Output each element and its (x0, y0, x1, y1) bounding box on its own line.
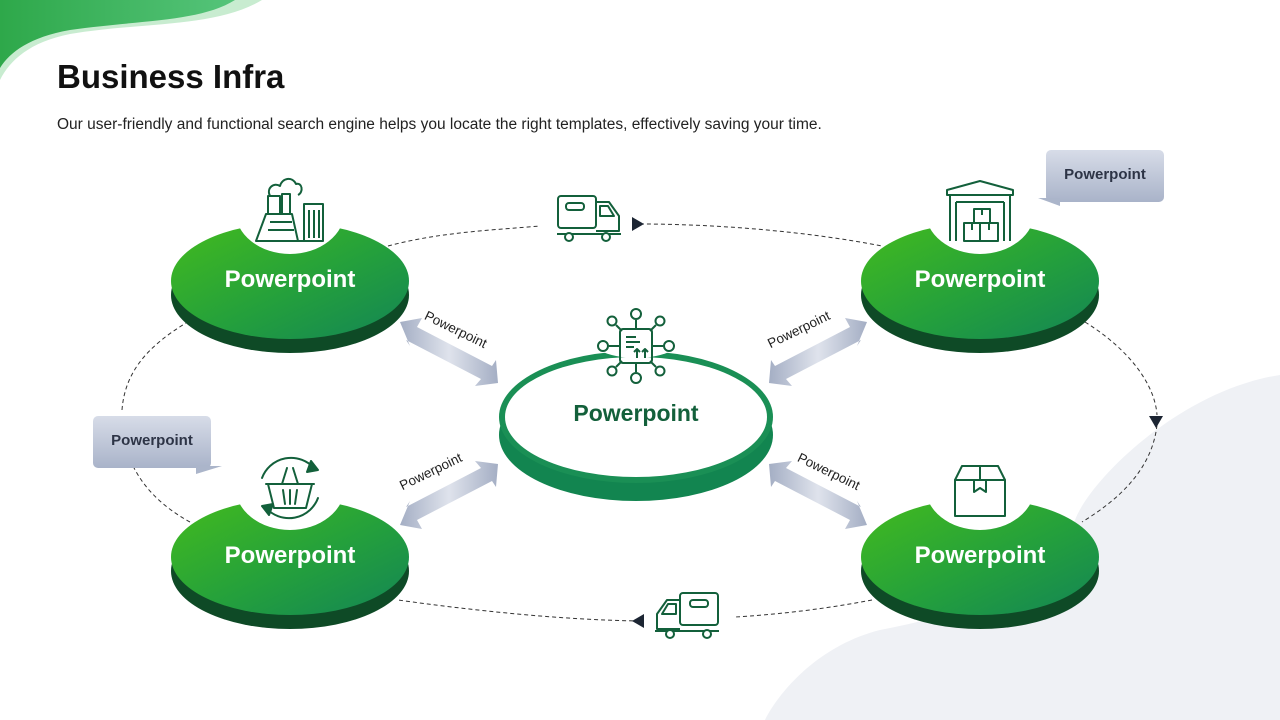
page-subtitle: Our user-friendly and functional search … (57, 116, 822, 133)
node-label-bottom-left: Powerpoint (224, 542, 356, 569)
disk-bottom-right (861, 442, 1099, 629)
center-node-ring (499, 306, 773, 501)
node-label-top-left: Powerpoint (224, 266, 356, 293)
callout-top-right-tail (1038, 198, 1060, 206)
callout-left-text: Powerpoint (111, 432, 193, 449)
shopping-basket-icon (261, 456, 319, 520)
network-hub-icon (597, 308, 675, 384)
arrow-bottom-right (769, 461, 867, 529)
node-label-top-right: Powerpoint (914, 266, 1046, 293)
callout-top-right-text: Powerpoint (1064, 166, 1146, 183)
arrow-bottom-left (400, 461, 498, 529)
delivery-truck-icon (655, 592, 719, 639)
top-left-wave (0, 0, 235, 68)
node-label-bottom-right: Powerpoint (914, 542, 1046, 569)
disk-top-left (171, 166, 409, 353)
arrow-top-right (769, 318, 867, 386)
package-box-icon (954, 465, 1006, 517)
callout-left-tail (196, 466, 222, 474)
callout-top-right: Powerpoint (1046, 150, 1164, 202)
factory-icon (255, 178, 324, 242)
callout-left: Powerpoint (93, 416, 211, 468)
delivery-truck-icon (557, 195, 621, 242)
page-title: Business Infra (57, 58, 285, 95)
node-label-center: Powerpoint (573, 400, 699, 426)
bottom-right-blob (765, 375, 1280, 720)
warehouse-icon (946, 180, 1014, 242)
arrow-top-left (400, 318, 498, 386)
cycle-arrowheads (632, 217, 1163, 628)
